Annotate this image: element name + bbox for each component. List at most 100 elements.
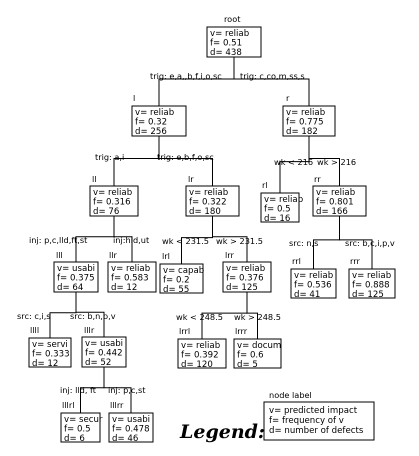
- node-d-text: d= 125: [226, 283, 258, 293]
- node-d-text: d= 52: [85, 358, 111, 368]
- edge-label-lr-lrl: wk < 231.5: [162, 236, 209, 246]
- node-f-text: f= 0.888: [352, 281, 390, 291]
- node-box: [159, 263, 204, 294]
- edge-r-rr: [308, 136, 340, 186]
- node-f-text: f= 0.801: [316, 198, 354, 208]
- node-box: [260, 192, 300, 223]
- node-f-text: f= 0.375: [57, 274, 95, 284]
- node-v-text: v= usabi: [57, 264, 95, 274]
- node-label: lr: [188, 174, 194, 184]
- node-d-text: d= 182: [286, 127, 318, 137]
- edge-label-lrr-lrrl: wk < 248.5: [176, 312, 223, 322]
- node-label: rr: [314, 174, 321, 184]
- edge-label-lllr-lllrl: inj: lld, ft: [60, 385, 97, 395]
- node-v-text: v= reliab: [135, 108, 174, 118]
- node-d-text: d= 256: [135, 127, 167, 137]
- edge-label-ll-lll: inj: p,c,lld,ft,st: [29, 235, 88, 245]
- edge-lr-lrr: [212, 216, 248, 262]
- edge-label-lr-lrr: wk > 231.5: [216, 236, 263, 246]
- node-v-text: v= reliab: [316, 188, 355, 198]
- edge-root-r: [233, 57, 310, 106]
- node-label: rrr: [350, 256, 360, 266]
- node-f-text: f= 0.376: [226, 274, 264, 284]
- node-box: [81, 336, 127, 368]
- node-box: [131, 105, 187, 137]
- node-box: [312, 185, 367, 217]
- node-f-text: f= 0.51: [210, 39, 242, 49]
- legend-f-text: f= frequency of v: [269, 416, 344, 426]
- node-box: [233, 338, 282, 369]
- node-box: [185, 185, 240, 217]
- node-d-text: d= 125: [352, 290, 384, 300]
- node-f-text: f= 0.2: [163, 276, 190, 286]
- edge-l-lr: [158, 136, 213, 186]
- node-label: rl: [262, 180, 268, 190]
- edge-lllr-lllrr: [103, 367, 132, 413]
- node-box: [348, 268, 396, 299]
- node-v-text: v= servi: [32, 340, 68, 350]
- node-box: [177, 338, 227, 369]
- node-box: [107, 261, 157, 293]
- edge-label-root-r: trig: c,co,m,ss,s: [240, 71, 305, 81]
- node-label: rrl: [292, 256, 301, 266]
- node-box: [222, 261, 272, 293]
- node-d-text: d= 12: [111, 283, 137, 293]
- node-f-text: f= 0.583: [111, 274, 149, 284]
- node-f-text: f= 0.322: [189, 198, 227, 208]
- node-v-text: v= reliab: [189, 188, 228, 198]
- node-label: llr: [109, 250, 118, 260]
- node-v-text: v= capab: [163, 266, 204, 276]
- node-v-text: v= reliab: [111, 264, 150, 274]
- node-label: lllrr: [110, 400, 124, 410]
- node-label: lrr: [225, 250, 234, 260]
- node-d-text: d= 46: [112, 434, 138, 444]
- edge-label-root-l: trig: e,a,,b,f,i,o,sc: [150, 71, 222, 81]
- node-f-text: f= 0.6: [237, 351, 264, 361]
- edges-layer: [49, 57, 373, 413]
- node-box: [89, 185, 139, 217]
- edge-label-rr-rrl: src: n,s: [289, 238, 318, 248]
- node-f-text: f= 0.536: [294, 281, 332, 291]
- node-d-text: d= 64: [57, 283, 83, 293]
- edge-label-lllr-lllrr: inj: p,c,st: [108, 385, 146, 395]
- node-v-text: v= secur: [64, 415, 103, 425]
- node-box: [282, 105, 336, 137]
- node-d-text: d= 166: [316, 207, 348, 217]
- node-box: [108, 412, 154, 443]
- node-d-text: d= 438: [210, 48, 242, 58]
- legend-title: Legend:: [179, 421, 265, 443]
- node-v-text: v= docum: [237, 341, 281, 351]
- node-f-text: f= 0.775: [286, 118, 324, 128]
- edge-label-rr-rrr: src: b,c,i,p,v: [345, 238, 395, 248]
- node-v-text: v= reliab: [226, 264, 265, 274]
- node-label: ll: [92, 174, 97, 184]
- node-box: [290, 268, 337, 299]
- node-label: l: [133, 93, 135, 103]
- node-v-text: v= reliab: [294, 271, 333, 281]
- node-f-text: f= 0.32: [135, 118, 167, 128]
- node-d-text: d= 6: [64, 434, 85, 444]
- node-label: lll: [56, 250, 63, 260]
- edge-rr-rrr: [339, 216, 373, 269]
- node-label: root: [224, 14, 241, 24]
- node-v-text: v= reliab: [264, 195, 303, 205]
- node-label: lrl: [162, 251, 170, 261]
- node-v-text: v= reliab: [181, 341, 220, 351]
- node-v-text: v= reliab: [352, 271, 391, 281]
- node-f-text: f= 0.442: [85, 349, 123, 359]
- node-label: lllr: [84, 325, 95, 335]
